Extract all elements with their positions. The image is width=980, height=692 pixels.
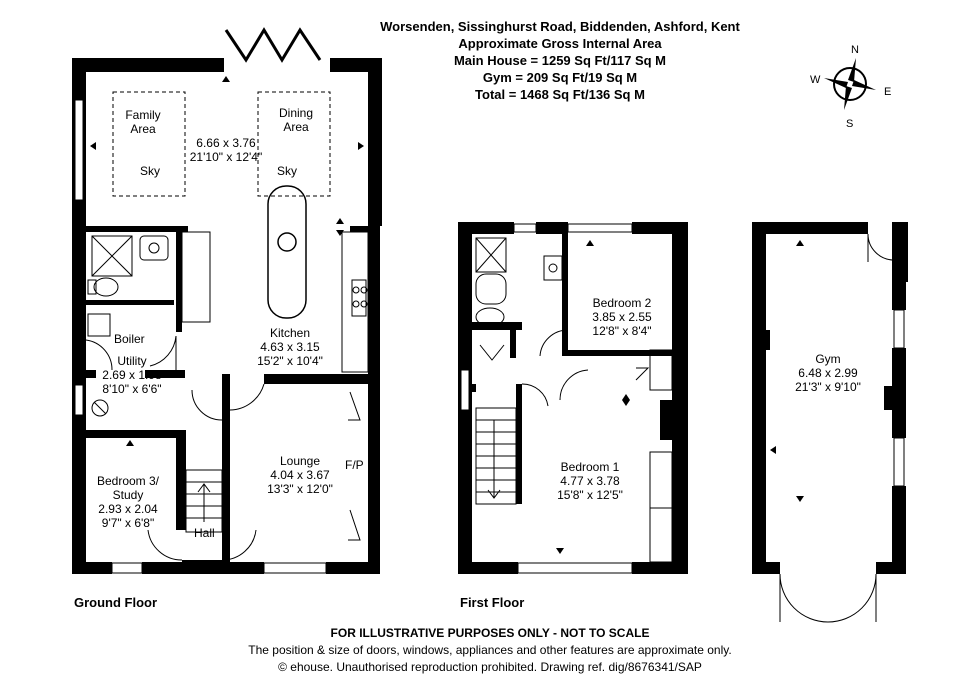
first-windows xyxy=(460,223,633,574)
compass-icon xyxy=(824,58,876,110)
boiler-label: Boiler xyxy=(114,332,145,346)
kitchen-island xyxy=(267,185,307,319)
area-title: Approximate Gross Internal Area xyxy=(458,36,662,51)
ground-bathroom xyxy=(87,235,169,417)
ground-doors xyxy=(85,335,379,561)
note-text: The position & size of doors, windows, a… xyxy=(248,643,732,657)
bifold-door xyxy=(224,27,322,63)
compass-w: W xyxy=(810,74,821,86)
skylights xyxy=(112,91,331,197)
hall-label: Hall xyxy=(194,526,215,540)
disclaimer-text: FOR ILLUSTRATIVE PURPOSES ONLY - NOT TO … xyxy=(330,626,650,640)
copyright-text: © ehouse. Unauthorised reproduction proh… xyxy=(278,660,702,674)
gym-walls xyxy=(752,222,908,574)
header-block: Worsenden, Sissinghurst Road, Biddenden,… xyxy=(330,18,790,103)
address-title: Worsenden, Sissinghurst Road, Biddenden,… xyxy=(380,19,740,34)
gym-windows xyxy=(893,309,905,487)
total-area: Total = 1468 Sq Ft/136 Sq M xyxy=(475,87,645,102)
gym-doors xyxy=(779,233,895,623)
ground-floor-label: Ground Floor xyxy=(74,595,158,610)
sky-label-dining: Sky xyxy=(277,164,298,178)
kitchen-counters xyxy=(181,231,369,373)
compass-s: S xyxy=(846,118,854,130)
ground-windows xyxy=(74,99,327,574)
gym-area: Gym = 209 Sq Ft/19 Sq M xyxy=(482,70,638,85)
main-house-area: Main House = 1259 Sq Ft/117 Sq M xyxy=(453,53,667,68)
ground-stairs xyxy=(185,469,223,533)
compass-e: E xyxy=(884,86,892,98)
compass-n: N xyxy=(851,44,859,56)
island-sink xyxy=(277,232,297,252)
first-fixtures xyxy=(475,237,673,563)
dimension-arrows xyxy=(90,76,804,554)
sky-label-family: Sky xyxy=(140,164,161,178)
first-floor-walls xyxy=(458,222,688,574)
fireplace-label: F/P xyxy=(345,458,364,472)
first-floor-label: First Floor xyxy=(460,595,525,610)
